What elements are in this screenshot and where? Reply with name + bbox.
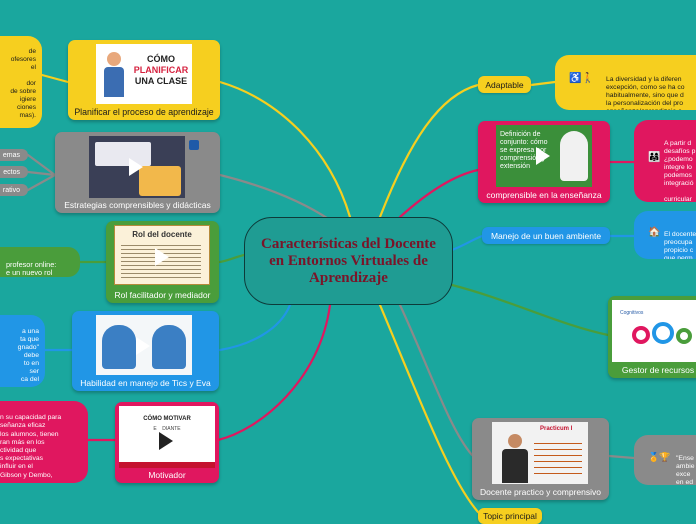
motivador-thumb-title: CÓMO MOTIVAR [143, 416, 191, 422]
thumb-line: UNA CLASE [134, 76, 188, 86]
right-bubble-ambiente[interactable]: 🏠 El docente preocupa propicio c que per… [634, 211, 696, 259]
play-icon[interactable] [536, 147, 550, 165]
medal-trophy-icon: 🏅🏆 [648, 452, 671, 462]
tics-label: Habilidad en manejo de Tics y Eva [80, 378, 211, 388]
people-icon: ♿🚶 [569, 73, 594, 84]
left-tag-temas[interactable]: emas [0, 149, 28, 161]
teacher-figure-icon [104, 52, 124, 98]
group-icon: 👨‍👩‍👧 [648, 152, 661, 163]
node-ambiente[interactable]: Manejo de un buen ambiente [482, 227, 610, 244]
gestor-label: Gestor de recursos [621, 365, 695, 375]
planificar-thumb-title: CÓMO PLANIFICAR UNA CLASE [130, 54, 192, 87]
topic-principal-label: Topic principal [483, 511, 537, 521]
bubble-text: "Ense ambie exce en ed (TORR [676, 455, 695, 485]
central-topic[interactable]: Características del Docente en Entornos … [244, 217, 453, 305]
bubble-text: El docente preocupa propicio c que perm … [664, 231, 696, 259]
docente-practico-label: Docente practico y comprensivo [480, 487, 601, 497]
house-icon: 🏠 [648, 227, 661, 238]
motivador-thumb-sub: E DIANTE [153, 426, 181, 432]
motivador-label: Motivador [148, 470, 186, 480]
adaptable-label: Adaptable [485, 79, 524, 90]
tag-text: ectos [3, 168, 20, 176]
bubble-text: a una ta que gnado" debe to en ser ca de… [17, 328, 39, 383]
gestor-thumbnail: Cognitivos [612, 300, 696, 362]
right-bubble-comprensible[interactable]: 👨‍👩‍👧 A partir d desafíos p ¿podemo inte… [634, 120, 696, 202]
play-icon[interactable] [159, 432, 173, 450]
rol-thumbnail: Rol del docente [114, 225, 210, 285]
motivador-thumbnail: CÓMO MOTIVAR E DIANTE [119, 406, 215, 468]
left-tag-colaborativo[interactable]: rativo [0, 184, 28, 196]
estrategias-thumbnail [89, 136, 185, 198]
comprensible-thumb-text: Definición de conjunto: cómo se expresa … [500, 131, 548, 170]
tag-text: rativo [2, 186, 20, 194]
node-rol[interactable]: Rol del docente Rol facilitador y mediad… [106, 221, 219, 303]
thumb-line: CÓMO [147, 54, 175, 64]
node-tics[interactable]: Habilidad en manejo de Tics y Eva [72, 311, 219, 391]
play-icon[interactable] [136, 337, 150, 355]
head-left-icon [102, 325, 136, 369]
planificar-thumbnail: CÓMO PLANIFICAR UNA CLASE [96, 44, 192, 104]
planificar-label: Planificar el proceso de aprendizaje [74, 107, 214, 117]
gestor-thumb-title: Cognitivos [620, 310, 644, 316]
tag-text: emas [2, 151, 20, 159]
central-topic-title: Características del Docente en Entornos … [261, 235, 436, 286]
node-planificar[interactable]: CÓMO PLANIFICAR UNA CLASE Planificar el … [68, 40, 220, 120]
node-motivador[interactable]: CÓMO MOTIVAR E DIANTE Motivador [115, 402, 219, 483]
left-bubble-planificar[interactable]: de ofesores el dor de sobre igiere cione… [0, 36, 42, 128]
right-bubble-adaptable[interactable]: ♿🚶 La diversidad y la diferen excepción,… [555, 55, 696, 110]
left-bubble-motivador[interactable]: n su capacidad para señanza eficaz los a… [0, 401, 88, 483]
right-bubble-practico[interactable]: 🏅🏆 "Ense ambie exce en ed (TORR [634, 435, 696, 485]
node-gestor[interactable]: Cognitivos Gestor de recursos [608, 296, 696, 378]
play-icon[interactable] [129, 158, 143, 176]
tics-thumbnail [96, 315, 192, 375]
bubble-text: La diversidad y la diferen excepción, co… [606, 76, 685, 110]
head-right-icon [152, 325, 186, 369]
children-illustration-icon [139, 166, 181, 196]
professor-face-icon [560, 131, 588, 181]
bubble-text: n su capacidad para señanza eficaz los a… [0, 414, 62, 479]
node-comprensible[interactable]: Definición de conjunto: cómo se expresa … [478, 121, 610, 203]
node-topic-principal[interactable]: Topic principal [478, 508, 542, 524]
practicum-thumb-title: Practicum I [540, 426, 573, 432]
estrategias-side-icon [189, 140, 199, 150]
practicum-lines [534, 438, 582, 478]
node-adaptable[interactable]: Adaptable [478, 76, 531, 93]
thumb-line: PLANIFICAR [133, 65, 189, 75]
bubble-text: A partir d desafíos p ¿podemo integre lo… [664, 140, 696, 202]
bubble-text: profesor online: e un nuevo rol [6, 259, 57, 277]
left-bubble-rol[interactable]: profesor online: e un nuevo rol [0, 247, 80, 277]
left-tag-aspectos[interactable]: ectos [0, 166, 28, 178]
ambiente-label: Manejo de un buen ambiente [490, 230, 602, 241]
presenter-icon [502, 434, 528, 484]
comprensible-thumbnail: Definición de conjunto: cómo se expresa … [496, 125, 592, 187]
left-bubble-tics[interactable]: a una ta que gnado" debe to en ser ca de… [0, 315, 45, 387]
bubble-text: de ofesores el dor de sobre igiere cione… [10, 48, 36, 119]
gears-icon [632, 322, 692, 350]
rol-label: Rol facilitador y mediador [114, 290, 211, 300]
node-docente-practico[interactable]: Practicum I Docente practico y comprensi… [472, 418, 609, 500]
red-bars-icon [119, 462, 215, 468]
comprensible-label: comprensible en la enseñanza [486, 190, 602, 200]
estrategias-label: Estrategias comprensibles y didácticas [64, 200, 211, 210]
node-estrategias[interactable]: Estrategias comprensibles y didácticas [55, 132, 220, 213]
docente-practico-thumbnail: Practicum I [492, 422, 588, 484]
play-icon[interactable] [155, 248, 169, 266]
rol-thumb-title: Rol del docente [132, 230, 192, 239]
